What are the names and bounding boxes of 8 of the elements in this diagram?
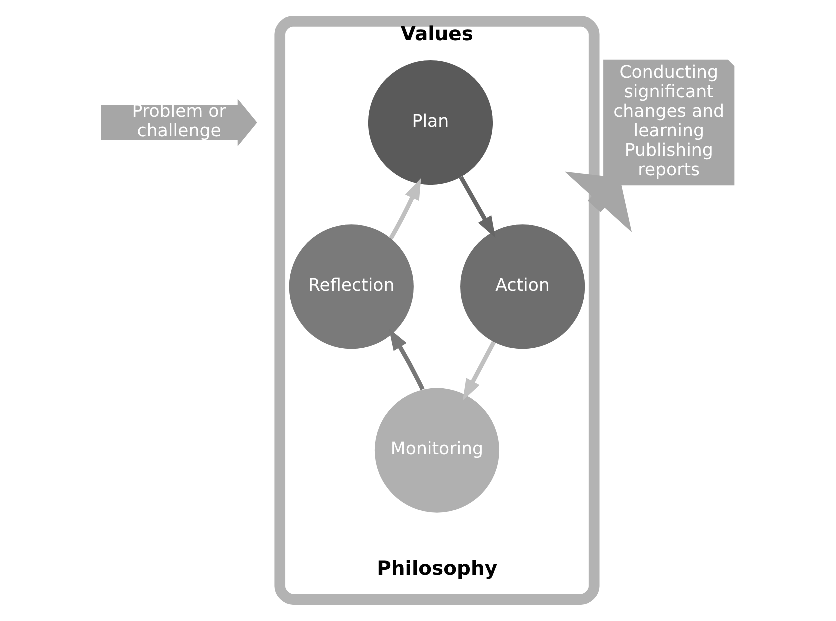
arrow [459,176,496,238]
node-circle: Action [460,224,586,350]
node-circle: Plan [368,60,494,186]
arrow [389,178,422,240]
arrow [564,172,632,232]
node-circle: Monitoring [374,388,500,513]
node-circle: Reflection [289,224,414,350]
arrow [462,341,496,401]
